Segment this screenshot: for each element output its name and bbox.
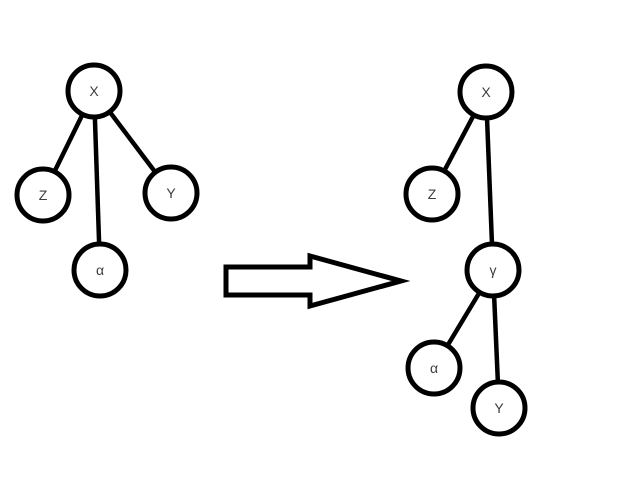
right-tree: X Zγ αY bbox=[403, 63, 528, 437]
node-label-Z: Z bbox=[428, 186, 437, 202]
tree-node-X bbox=[457, 63, 515, 121]
tree-edge-X-alpha bbox=[91, 88, 103, 273]
node-label-Y: Y bbox=[166, 185, 176, 201]
tree-node-alpha bbox=[405, 339, 463, 397]
left-tree: X Z Yα bbox=[14, 62, 200, 299]
node-label-X: X bbox=[481, 84, 491, 100]
tree-node-Y bbox=[470, 379, 528, 437]
tree-node-Y bbox=[142, 164, 200, 222]
tree-node-alpha bbox=[71, 241, 129, 299]
tree-node-X bbox=[65, 62, 123, 120]
node-label-Y: Y bbox=[494, 400, 504, 416]
tree-node-gamma bbox=[464, 241, 522, 299]
node-label-alpha: α bbox=[96, 262, 104, 278]
tree-node-Z bbox=[14, 166, 72, 224]
node-label-Z: Z bbox=[39, 187, 48, 203]
node-label-alpha: α bbox=[430, 360, 438, 376]
node-label-X: X bbox=[89, 83, 99, 99]
tree-edge-X-gamma bbox=[483, 89, 496, 273]
tree-node-Z bbox=[403, 165, 461, 223]
node-label-gamma: γ bbox=[490, 262, 497, 278]
transform-arrow bbox=[223, 252, 411, 310]
